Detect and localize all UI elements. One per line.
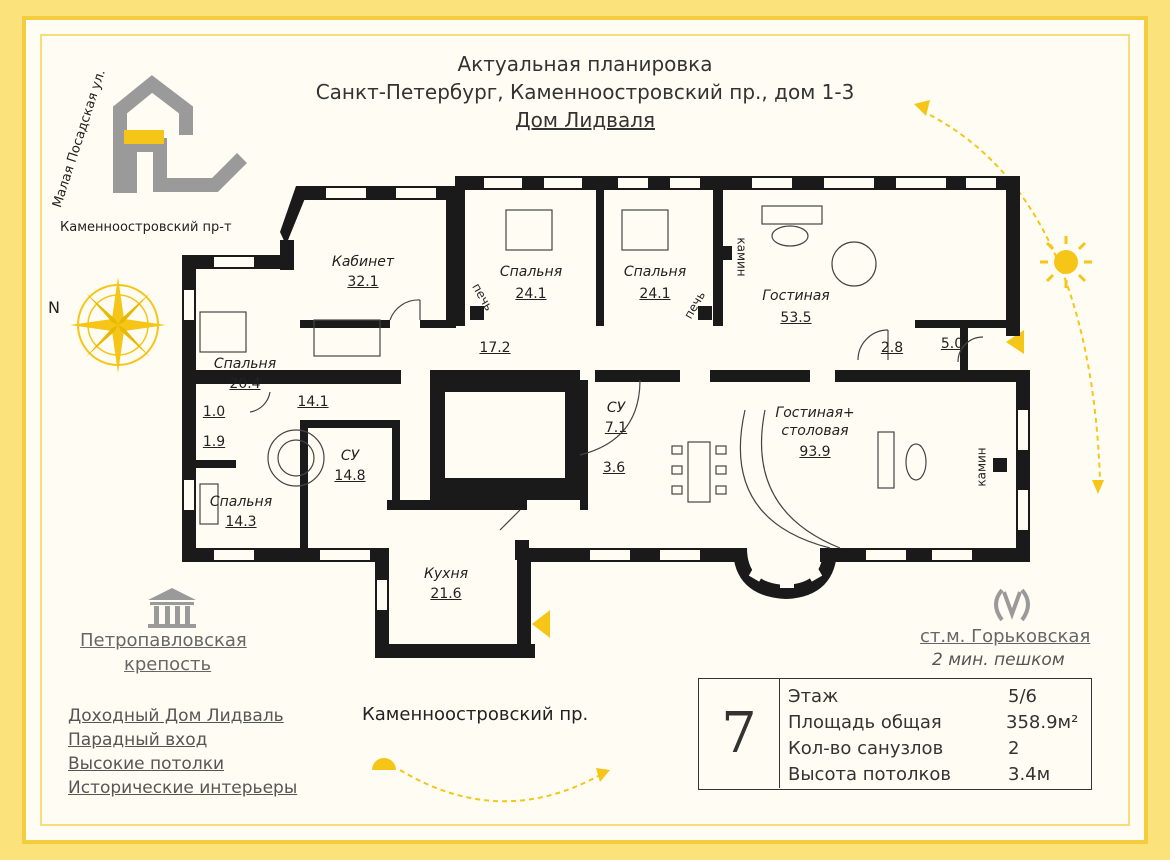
info-label: Площадь общая xyxy=(788,712,942,733)
room-label: Спальня xyxy=(499,264,563,280)
info-value: 3.4м xyxy=(1008,764,1051,785)
room-area: 1.0 xyxy=(202,404,226,420)
landmark-fortress-line2: крепость xyxy=(124,654,212,675)
floor-number: 7 xyxy=(699,679,780,788)
room-area: 24.1 xyxy=(639,286,671,302)
feature-item: Доходный Дом Лидваль xyxy=(68,706,284,726)
sun-path-arc xyxy=(929,114,1101,481)
room-area: 20.4 xyxy=(229,376,261,392)
feature-item: Исторические интерьеры xyxy=(68,778,298,798)
room-label: Кухня xyxy=(423,566,469,582)
fireplace-label: камин xyxy=(974,447,989,487)
entry-arrow-icon xyxy=(532,610,550,638)
room-label: Спальня xyxy=(209,494,273,510)
info-label: Этаж xyxy=(788,686,839,707)
info-value: 2 xyxy=(1008,738,1020,759)
info-value: 5/6 xyxy=(1008,686,1037,707)
sunset-path-arc xyxy=(399,769,601,803)
room-label: Гостиная xyxy=(762,288,830,304)
title-line-2: Санкт-Петербург, Каменноостровский пр., … xyxy=(315,80,855,104)
title-line-1: Актуальная планировка xyxy=(457,52,713,76)
dining-table-icon xyxy=(671,441,727,503)
room-area: 17.2 xyxy=(479,340,511,356)
building-logo-icon xyxy=(113,75,247,193)
fortress-icon xyxy=(148,588,196,628)
street-kamennoostrovsky-top: Каменноостровский пр-т xyxy=(60,220,232,235)
room-label: СУ xyxy=(606,400,626,416)
walls xyxy=(182,176,1030,658)
room-area: 53.5 xyxy=(780,310,812,326)
room-area: 5.0 xyxy=(940,336,964,352)
room-area: 21.6 xyxy=(430,586,462,602)
room-label: Спальня xyxy=(213,356,277,372)
room-area: 14.8 xyxy=(334,468,366,484)
fireplace-label: камин xyxy=(734,237,749,277)
fireplace-icon xyxy=(470,246,1007,472)
sofa-icon xyxy=(199,205,927,525)
info-value: 358.9м² xyxy=(1006,712,1079,733)
room-label: Кабинет xyxy=(331,254,395,270)
landmark-fortress-line1: Петропавловская xyxy=(80,630,247,651)
info-box: 7 xyxy=(698,678,1092,790)
room-area: 93.9 xyxy=(799,444,831,460)
room-area: 14.3 xyxy=(225,514,257,530)
room-area: 1.9 xyxy=(202,434,226,450)
room-area: 24.1 xyxy=(515,286,547,302)
compass-rose-icon xyxy=(70,277,166,373)
room-area: 14.1 xyxy=(297,394,329,410)
metro-icon xyxy=(994,588,1030,622)
room-area: 3.6 xyxy=(602,460,626,476)
info-label: Кол-во санузлов xyxy=(788,738,944,759)
title-line-3: Дом Лидваля xyxy=(514,108,656,132)
room-label: СУ xyxy=(340,448,360,464)
room-area: 2.8 xyxy=(880,340,904,356)
frame-inner xyxy=(40,34,1130,826)
info-label: Высота потолков xyxy=(788,764,951,785)
feature-item: Высокие потолки xyxy=(68,754,225,774)
feature-item: Парадный вход xyxy=(68,730,208,750)
street-kamennoostrovsky-bottom: Каменноостровский пр. xyxy=(362,704,589,725)
room-label: Гостиная+ столовая xyxy=(775,405,855,439)
sunrise-icon xyxy=(372,758,396,770)
room-area: 7.1 xyxy=(604,420,628,436)
metro-walk-time: 2 мин. пешком xyxy=(932,650,1065,670)
metro-station-name: ст.м. Горьковская xyxy=(920,626,1091,647)
room-area: 32.1 xyxy=(347,274,379,290)
room-label: Спальня xyxy=(623,264,687,280)
compass-north-label: N xyxy=(48,298,60,317)
